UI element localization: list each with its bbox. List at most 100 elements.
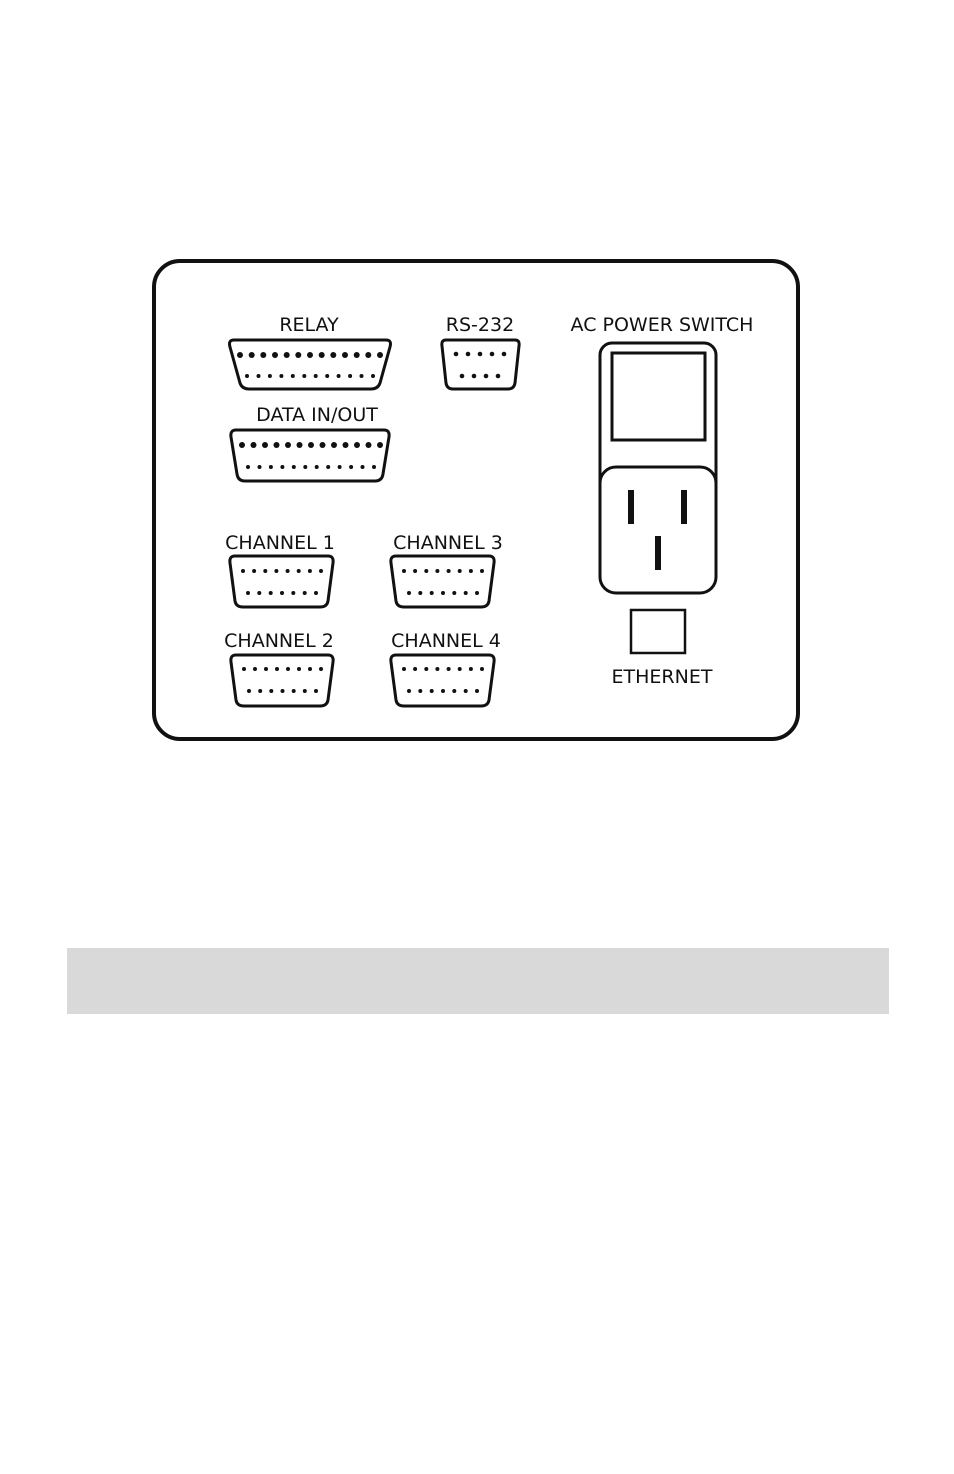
connector-pin (272, 352, 278, 358)
connector-pin (354, 352, 360, 358)
connector-pin (315, 465, 319, 469)
channel-4-label: CHANNEL 4 (391, 630, 501, 652)
channel-3-connector (391, 556, 494, 607)
connector-pin (262, 442, 268, 448)
connector-pin (407, 689, 411, 693)
connector-pin (260, 352, 266, 358)
ethernet-label: ETHERNET (612, 666, 713, 688)
connector-pin (307, 352, 313, 358)
connector-pin (247, 689, 251, 693)
connector-pin (279, 374, 283, 378)
connector-pin (377, 442, 383, 448)
connector-pin (239, 442, 245, 448)
connector-pin (430, 591, 434, 595)
connector-pin (361, 465, 365, 469)
caption-bar (67, 948, 889, 1014)
connector-pin (269, 591, 273, 595)
connector-pin (469, 569, 473, 573)
connector-pin (269, 465, 273, 469)
connector-pin (452, 591, 456, 595)
connector-pin (435, 667, 439, 671)
connector-pin (286, 569, 290, 573)
connector-pin (348, 374, 352, 378)
connector-pin (402, 667, 406, 671)
connector-pin (452, 689, 456, 693)
connector-pin (372, 465, 376, 469)
ac-power-outlet (600, 467, 716, 593)
connector-pin (458, 667, 462, 671)
connector-pin (295, 352, 301, 358)
connector-pin (480, 667, 484, 671)
connector-pin (297, 442, 303, 448)
connector-pin (269, 689, 273, 693)
connector-pin (314, 374, 318, 378)
connector-pin (407, 591, 411, 595)
connector-pin (402, 569, 406, 573)
connector-pin (413, 569, 417, 573)
relay-connector (230, 340, 391, 389)
connector-pin (314, 689, 318, 693)
data-in-out-label: DATA IN/OUT (256, 404, 378, 426)
connector-pin (330, 352, 336, 358)
outlet-ground-slot (655, 536, 661, 570)
rs232-connector (442, 340, 519, 389)
connector-pin (258, 465, 262, 469)
connector-pin (447, 569, 451, 573)
connector-pin (280, 591, 284, 595)
connector-pin (291, 374, 295, 378)
connector-pin (338, 465, 342, 469)
channel-4-connector (391, 655, 494, 706)
connector-pin (264, 667, 268, 671)
ethernet-port (631, 610, 685, 653)
connector-pin (458, 569, 462, 573)
connector-pin (371, 374, 375, 378)
connector-pin (424, 667, 428, 671)
connector-pin (303, 465, 307, 469)
connector-pin (464, 689, 468, 693)
power-switch-rocker[interactable] (612, 353, 705, 440)
connector-pin (268, 374, 272, 378)
connector-pin (441, 591, 445, 595)
connector-pin (424, 569, 428, 573)
connector-pin (257, 374, 261, 378)
connector-pin (245, 374, 249, 378)
connector-pin (292, 465, 296, 469)
connector-pin (413, 667, 417, 671)
ac-power-switch-label: AC POWER SWITCH (571, 314, 754, 336)
connector-pin (354, 442, 360, 448)
connector-pin (275, 667, 279, 671)
connector-pin (435, 569, 439, 573)
connector-pin (319, 352, 325, 358)
connector-pin (297, 667, 301, 671)
connector-pin (337, 374, 341, 378)
connector-pin (303, 689, 307, 693)
connector-pin (466, 352, 471, 357)
connector-pin (291, 591, 295, 595)
connector-pin (242, 667, 246, 671)
connector-pin (281, 689, 285, 693)
connector-pin (252, 569, 256, 573)
connector-pin (284, 352, 290, 358)
rs232-label: RS-232 (446, 314, 514, 336)
connector-pin (308, 667, 312, 671)
connector-pin (314, 591, 318, 595)
connector-pin (308, 442, 314, 448)
connector-pin (257, 591, 261, 595)
connector-pin (241, 569, 245, 573)
channel-3-label: CHANNEL 3 (393, 532, 503, 554)
connector-pin (472, 374, 477, 379)
connector-pin (280, 465, 284, 469)
connector-pin (475, 689, 479, 693)
connector-pin (286, 667, 290, 671)
connector-pin (237, 352, 243, 358)
data-in-out-connector (231, 430, 389, 481)
connector-pin (349, 465, 353, 469)
connector-pin (319, 569, 323, 573)
relay-label: RELAY (279, 314, 339, 336)
connector-pin (475, 591, 479, 595)
connector-pin (274, 569, 278, 573)
connector-pin (377, 352, 383, 358)
connector-pin (490, 352, 495, 357)
connector-pin (365, 352, 371, 358)
connector-pin (418, 591, 422, 595)
